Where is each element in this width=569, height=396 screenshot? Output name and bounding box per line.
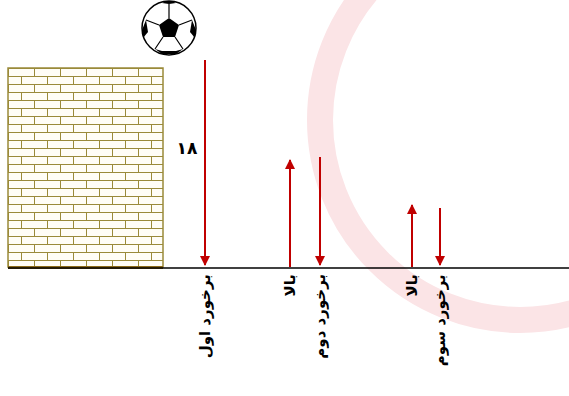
rise-label: بالا — [404, 274, 421, 296]
fall-arrow — [204, 60, 206, 265]
impact-label: برخورد اول — [197, 274, 214, 358]
fall-arrow — [319, 157, 321, 265]
motion-arrows — [205, 60, 440, 267]
height-value: ۱۸ — [177, 139, 198, 158]
impact-label: برخورد سوم — [432, 274, 449, 366]
impact-label: برخورد دوم — [312, 274, 329, 359]
fall-arrow — [439, 208, 441, 265]
rise-arrow — [411, 205, 413, 267]
brick-wall — [8, 68, 163, 267]
watermark-ring — [320, 0, 569, 320]
ground-line — [8, 267, 569, 269]
rise-label: بالا — [282, 274, 299, 296]
soccer-ball — [142, 1, 196, 55]
rise-arrow — [289, 160, 291, 267]
